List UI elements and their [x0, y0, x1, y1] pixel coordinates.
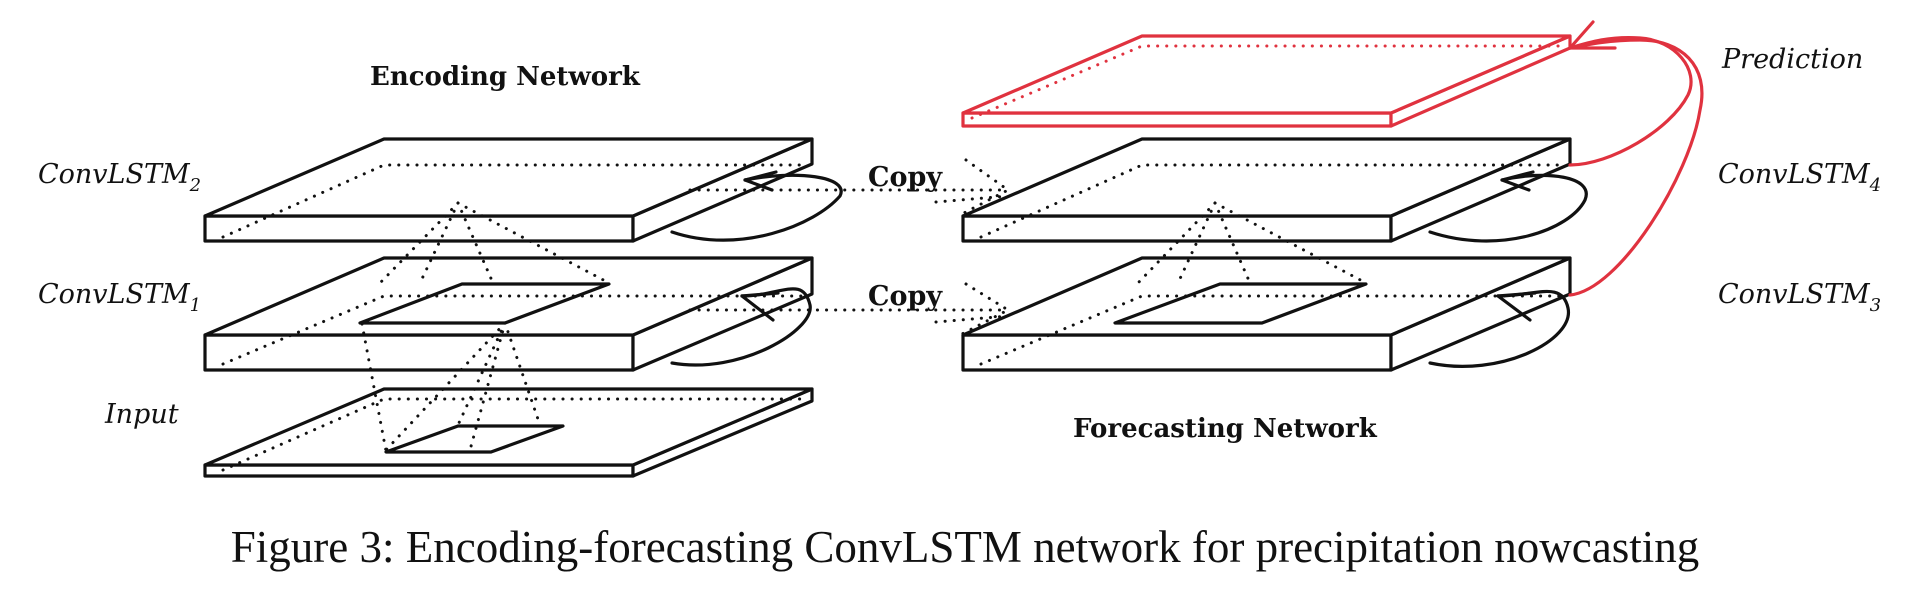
prediction-layer-slab [961, 34, 1572, 128]
input-layer-slab [203, 387, 814, 478]
encoder-connection-dots [360, 201, 611, 453]
convlstm1-recurrent-loop [670, 287, 812, 367]
encoding-network-title: Encoding Network [370, 62, 641, 92]
svg-text:ConvLSTM4: ConvLSTM4 [1718, 159, 1881, 196]
input-receptive-field [384, 424, 565, 454]
label-convlstm2: ConvLSTM2 [38, 159, 201, 196]
convlstm1-layer-slab [203, 256, 814, 372]
convlstm3-layer-slab [961, 256, 1572, 372]
convlstm4-recurrent-loop [1428, 173, 1588, 243]
label-prediction: Prediction [1721, 44, 1863, 75]
forecasting-network-title: Forecasting Network [1073, 414, 1378, 444]
label-convlstm3: ConvLSTM3 [1718, 279, 1881, 316]
copy-connection-bottom [688, 282, 1012, 336]
convlstm3-receptive-field [1113, 282, 1368, 325]
svg-text:ConvLSTM2: ConvLSTM2 [38, 159, 201, 196]
convlstm2-recurrent-loop [670, 173, 843, 242]
prediction-connectors [1568, 20, 1704, 297]
label-input: Input [104, 399, 179, 430]
copy-connection-top [688, 158, 1011, 216]
convlstm4-layer-slab [961, 137, 1588, 243]
copy-label-top: Copy [868, 162, 943, 193]
forecaster-connection-dots [1136, 201, 1368, 285]
label-convlstm1: ConvLSTM1 [38, 279, 201, 316]
convlstm1-receptive-field [358, 282, 611, 325]
label-convlstm4: ConvLSTM4 [1718, 159, 1881, 196]
copy-label-bottom: Copy [868, 281, 943, 312]
figure-caption: Figure 3: Encoding-forecasting ConvLSTM … [231, 522, 1699, 572]
svg-text:ConvLSTM1: ConvLSTM1 [38, 279, 201, 316]
convlstm2-layer-slab [203, 137, 843, 243]
svg-text:ConvLSTM3: ConvLSTM3 [1718, 279, 1881, 316]
